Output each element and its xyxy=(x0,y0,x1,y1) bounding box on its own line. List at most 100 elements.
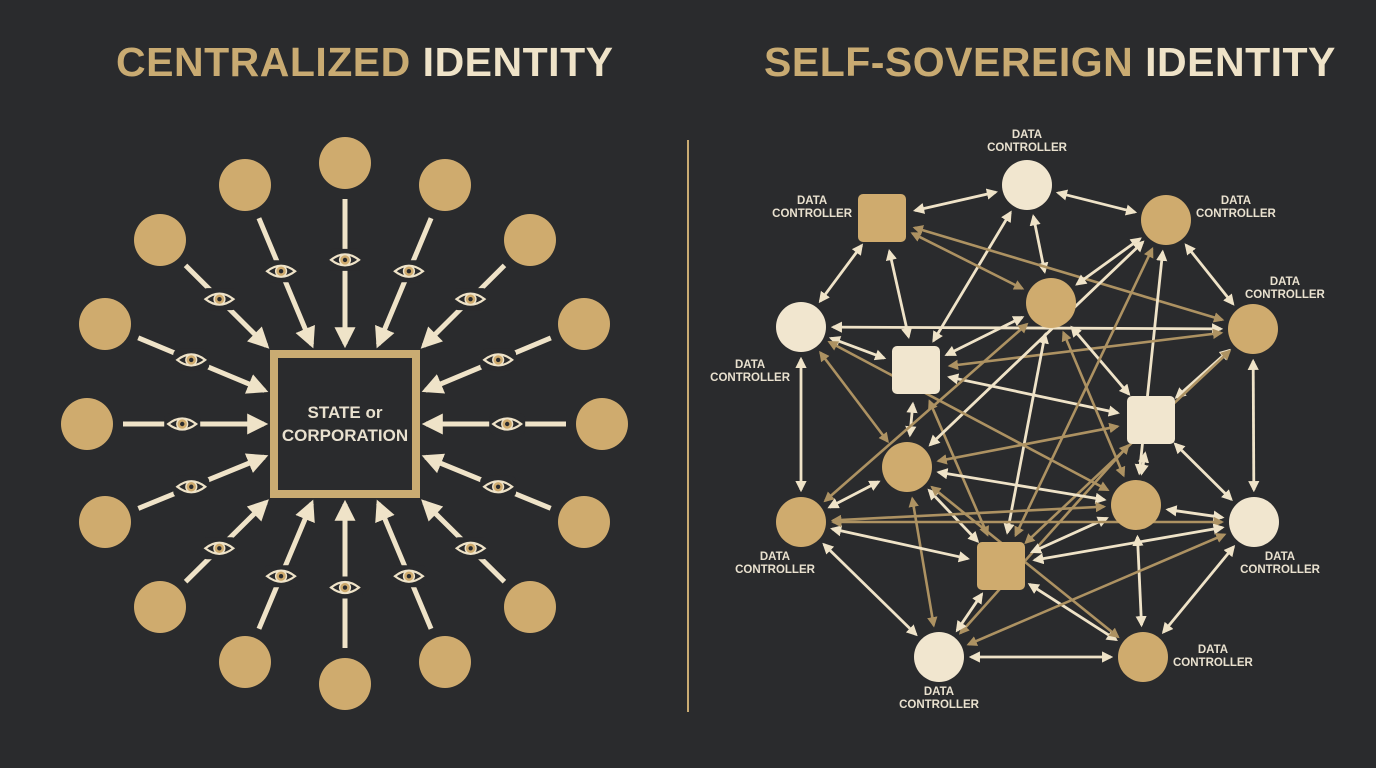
peer-connection xyxy=(818,243,864,304)
data-controller-label-line1: DATA xyxy=(735,359,765,371)
user-node xyxy=(79,496,131,548)
peer-connection xyxy=(1070,325,1131,396)
user-node xyxy=(134,581,186,633)
peer-node xyxy=(1141,195,1191,245)
title-left-part2: IDENTITY xyxy=(422,39,614,85)
self-sovereign-identity-title: SELF-SOVEREIGN IDENTITY xyxy=(764,42,1336,83)
data-controller-label-line2: CONTROLLER xyxy=(1173,657,1254,669)
peer-connection xyxy=(819,350,889,444)
peer-node xyxy=(914,632,964,682)
eye-icon xyxy=(452,288,489,311)
data-controller-label-line2: CONTROLLER xyxy=(899,699,980,711)
data-controller-label-line2: CONTROLLER xyxy=(987,142,1068,154)
eye-icon xyxy=(263,565,300,588)
eye-icon xyxy=(452,537,489,560)
peer-node-square xyxy=(977,542,1025,590)
eye-icon xyxy=(173,348,210,371)
peer-node-square xyxy=(1127,396,1175,444)
peer-connection xyxy=(1161,544,1236,635)
data-controller-label-line1: DATA xyxy=(1270,276,1300,288)
surveillance-arrows xyxy=(123,199,566,648)
user-node xyxy=(219,159,271,211)
peer-node xyxy=(776,302,826,352)
peer-connection xyxy=(1173,442,1233,502)
data-controller-label-line1: DATA xyxy=(760,551,790,563)
eye-icon xyxy=(263,260,300,283)
data-controller-label-line1: DATA xyxy=(924,686,954,698)
peer-connection xyxy=(908,496,938,628)
peer-connection xyxy=(1055,189,1138,216)
user-node xyxy=(319,137,371,189)
eye-icon xyxy=(390,565,427,588)
user-nodes xyxy=(61,137,628,710)
peer-node xyxy=(1118,632,1168,682)
peer-connection xyxy=(936,422,1120,465)
peer-node-square xyxy=(892,346,940,394)
data-controller-label-line2: CONTROLLER xyxy=(1240,564,1321,576)
peer-node xyxy=(1026,278,1076,328)
data-controller-label-line1: DATA xyxy=(1265,551,1295,563)
eye-icon xyxy=(201,288,238,311)
peer-node-square xyxy=(858,194,906,242)
peer-connection xyxy=(1247,358,1260,493)
eye-icon xyxy=(489,413,526,435)
data-controller-label-line1: DATA xyxy=(1221,195,1251,207)
data-controller-label-line1: DATA xyxy=(1012,129,1042,141)
peer-node xyxy=(882,442,932,492)
peer-connections xyxy=(795,188,1260,663)
user-node xyxy=(504,581,556,633)
peer-connection xyxy=(827,340,1110,492)
peer-node xyxy=(1002,160,1052,210)
eye-icon xyxy=(173,475,210,498)
eye-icon xyxy=(480,475,517,498)
title-left-part1: CENTRALIZED xyxy=(116,39,411,85)
peer-connection xyxy=(905,401,918,438)
peer-connection xyxy=(910,232,1025,290)
peer-connection xyxy=(830,525,970,563)
peer-connection xyxy=(830,321,1224,335)
peer-connection xyxy=(1165,505,1225,522)
peer-nodes xyxy=(776,160,1279,682)
peer-connection xyxy=(928,240,1145,447)
peer-connection xyxy=(944,315,1025,357)
user-node xyxy=(504,214,556,266)
eye-icon xyxy=(327,248,363,271)
central-authority-box xyxy=(270,350,420,498)
data-controller-label-line2: CONTROLLER xyxy=(1245,289,1326,301)
peer-connection xyxy=(822,542,918,637)
user-node xyxy=(134,214,186,266)
data-controller-labels: DATACONTROLLERDATACONTROLLERDATACONTROLL… xyxy=(710,129,1325,711)
peer-connection xyxy=(1132,534,1147,628)
data-controller-label-line2: CONTROLLER xyxy=(772,208,853,220)
eye-icon xyxy=(390,260,427,283)
peer-connection xyxy=(947,328,1224,371)
peer-node xyxy=(776,497,826,547)
data-controller-label-line2: CONTROLLER xyxy=(1196,208,1277,220)
data-controller-label-line1: DATA xyxy=(797,195,827,207)
user-node xyxy=(419,159,471,211)
user-node xyxy=(219,636,271,688)
eye-icon xyxy=(327,576,363,599)
user-node xyxy=(558,496,610,548)
title-right-part1: SELF-SOVEREIGN xyxy=(764,39,1134,85)
data-controller-label-line2: CONTROLLER xyxy=(735,564,816,576)
peer-connection xyxy=(912,188,998,214)
data-controller-label-line1: DATA xyxy=(1198,644,1228,656)
peer-connection xyxy=(1184,243,1235,306)
title-right-part2: IDENTITY xyxy=(1145,39,1336,85)
eye-icon xyxy=(201,537,238,560)
eye-icon xyxy=(480,348,517,371)
peer-connection xyxy=(1075,237,1142,286)
peer-connection xyxy=(1032,523,1225,565)
user-node xyxy=(558,298,610,350)
user-node xyxy=(576,398,628,450)
hub-label-line2: CORPORATION xyxy=(282,426,408,445)
peer-connection xyxy=(885,248,913,340)
user-node xyxy=(61,398,113,450)
peer-connection xyxy=(827,480,881,509)
peer-node xyxy=(1111,480,1161,530)
hub-label-line1: STATE or xyxy=(308,403,383,422)
user-node xyxy=(419,636,471,688)
data-controller-label-line2: CONTROLLER xyxy=(710,372,791,384)
